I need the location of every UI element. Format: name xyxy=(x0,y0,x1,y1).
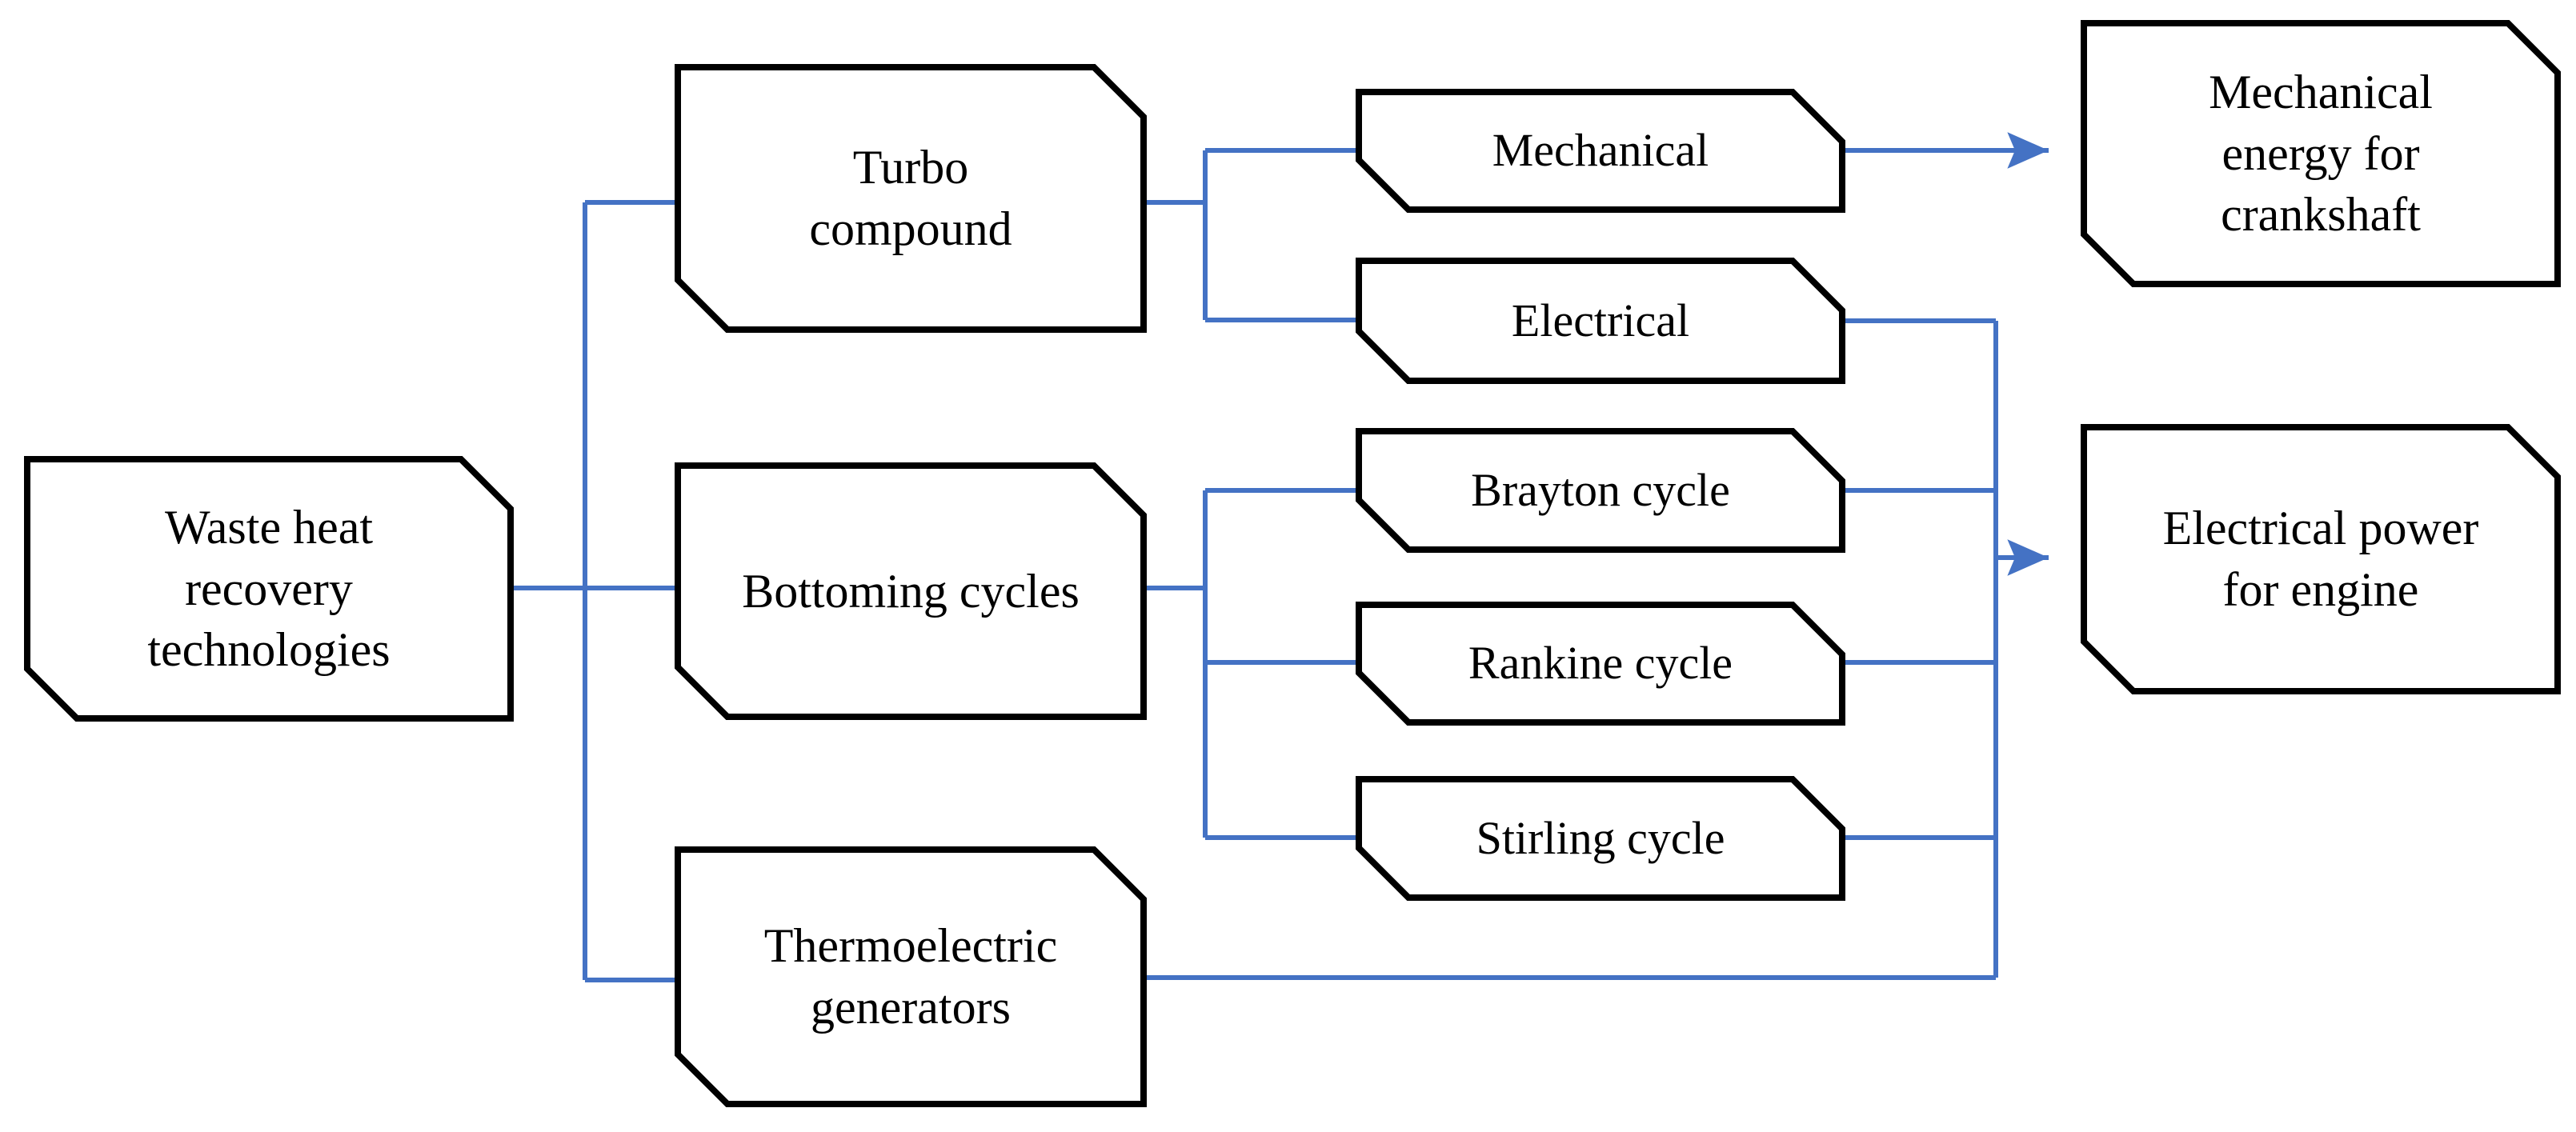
node-shape-beveled-card xyxy=(2081,424,2561,694)
node-shape-beveled-card xyxy=(24,456,514,722)
node-label: Turbo compound xyxy=(809,141,1012,255)
node-shape-beveled-card xyxy=(675,846,1147,1107)
node-mechanical-energy-for-crankshaft[interactable]: Mechanical energy for crankshaft xyxy=(2081,20,2561,287)
node-label: Waste heat recovery technologies xyxy=(147,500,391,677)
node-stirling-cycle[interactable]: Stirling cycle xyxy=(1356,776,1845,901)
node-bottoming-cycles[interactable]: Bottoming cycles xyxy=(675,462,1147,720)
node-label: Mechanical energy for crankshaft xyxy=(2209,65,2433,242)
node-label: Electrical xyxy=(1511,294,1690,346)
node-electrical-power-for-engine[interactable]: Electrical power for engine xyxy=(2081,424,2561,694)
node-waste-heat-recovery-technologies[interactable]: Waste heat recovery technologies xyxy=(24,456,514,722)
node-label: Brayton cycle xyxy=(1471,463,1730,516)
node-label: Rankine cycle xyxy=(1468,637,1733,690)
node-thermoelectric-generators[interactable]: Thermoelectric generators xyxy=(675,846,1147,1107)
node-label: Stirling cycle xyxy=(1476,811,1725,864)
node-shape-beveled-card xyxy=(2081,20,2561,287)
node-label: Thermoelectric generators xyxy=(763,919,1058,1034)
node-brayton-cycle[interactable]: Brayton cycle xyxy=(1356,428,1845,553)
node-shape-beveled-card xyxy=(675,64,1147,333)
node-rankine-cycle[interactable]: Rankine cycle xyxy=(1356,602,1845,726)
node-shape-beveled-card xyxy=(675,462,1147,720)
node-label: Mechanical xyxy=(1492,124,1709,177)
node-mechanical[interactable]: Mechanical xyxy=(1356,89,1845,213)
node-label: Electrical power for engine xyxy=(2162,502,2479,616)
node-label: Bottoming cycles xyxy=(742,564,1080,618)
node-turbo-compound[interactable]: Turbo compound xyxy=(675,64,1147,333)
node-electrical[interactable]: Electrical xyxy=(1356,258,1845,384)
